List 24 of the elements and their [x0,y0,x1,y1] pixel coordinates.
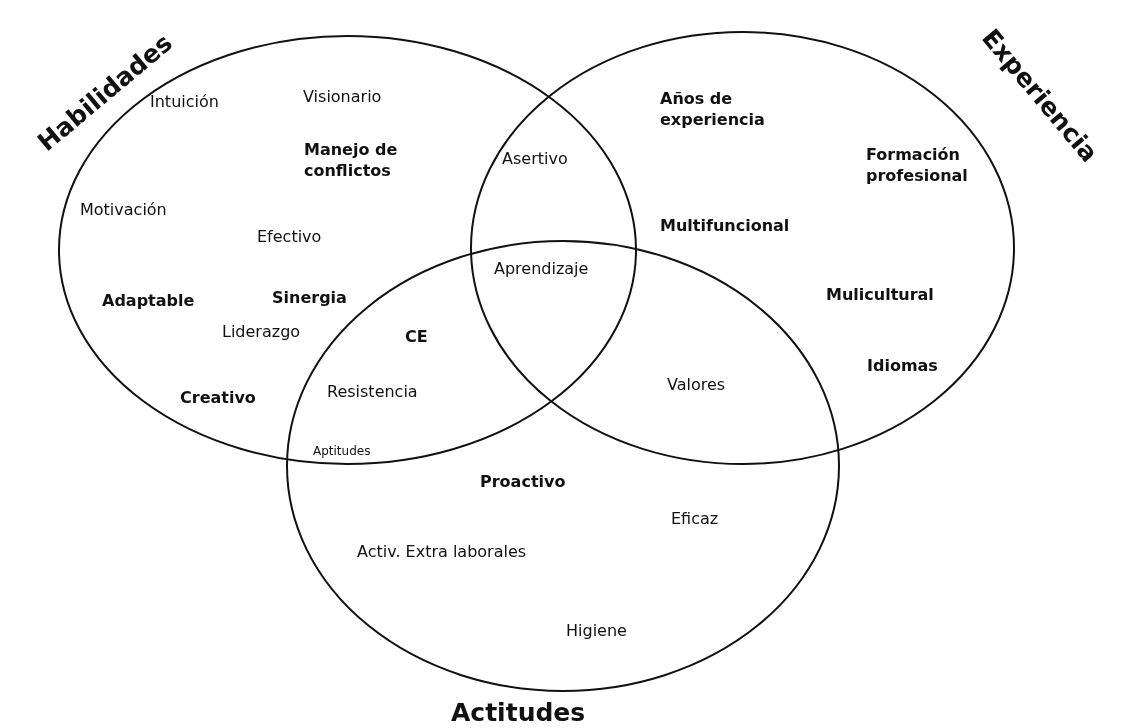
trait-label: Eficaz [671,507,719,529]
trait-label: Activ. Extra laborales [357,540,527,562]
trait-label: Efectivo [257,225,322,247]
trait-label: Creativo [180,386,256,408]
trait-label: Resistencia [327,380,418,402]
trait-label: Mulicultural [826,283,934,305]
trait-label: CE [405,325,428,347]
trait-label: Aprendizaje [494,257,589,279]
trait-label: Sinergia [272,286,347,308]
trait-label: Manejo de conflictos [304,139,399,181]
trait-label: Visionario [303,85,382,107]
trait-label: Liderazgo [222,320,301,342]
trait-label: Años de experiencia [660,88,766,130]
trait-label: Idiomas [867,354,938,376]
trait-label: Aptitudes [313,444,371,458]
set-heading: Actitudes [451,697,586,727]
trait-label: Asertivo [502,147,568,169]
trait-label: Motivación [80,198,167,220]
trait-label: Proactivo [480,470,566,492]
trait-label: Adaptable [102,289,195,311]
trait-label: Valores [667,373,726,395]
trait-label: Higiene [566,619,627,641]
trait-label: Multifuncional [660,214,790,236]
trait-label: Formación profesional [866,144,969,186]
